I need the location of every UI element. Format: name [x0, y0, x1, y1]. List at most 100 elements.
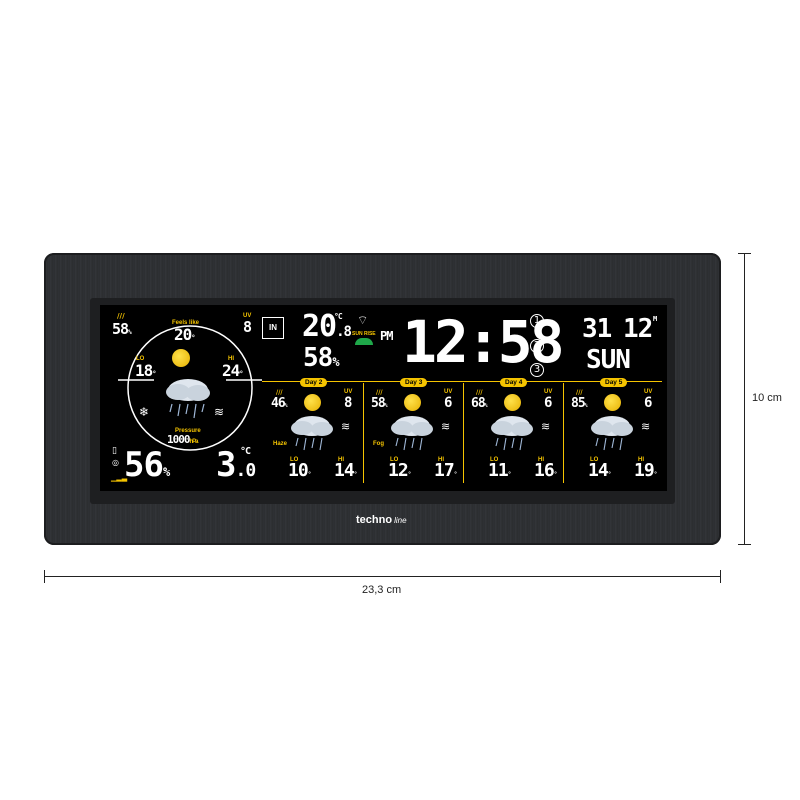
height-label: 10 cm — [752, 392, 782, 404]
forecast-wind-icon: ≋ — [641, 420, 651, 433]
height-dimension-line — [744, 253, 745, 545]
forecast-condition-label: Fog — [373, 441, 384, 447]
uv-label: UV — [243, 313, 252, 319]
forecast-lo: 11° — [488, 460, 511, 481]
feels-like-label: Feels like — [172, 320, 200, 326]
forecast-humidity: 85% — [571, 396, 588, 411]
big-humidity: 56% — [124, 445, 170, 485]
uv-value: 8 — [243, 318, 252, 336]
forecast-humidity: 46% — [271, 396, 288, 411]
alarm-2-icon: 2 — [530, 339, 544, 353]
forecast-hi-label: HI — [338, 457, 344, 463]
forecast-lo: 14° — [588, 460, 611, 481]
sun-icon — [172, 349, 190, 367]
snowflake-icon: ❄ — [139, 405, 150, 419]
forecast-hi: 19° — [634, 460, 657, 481]
forecast-sun-icon — [304, 394, 321, 411]
alarm-1-icon: 1 — [530, 314, 544, 328]
forecast-wind-icon: ≋ — [441, 420, 451, 433]
forecast-rain-cloud-icon — [391, 416, 433, 451]
forecast-sun-icon — [604, 394, 621, 411]
month-marker: M — [653, 315, 657, 323]
rain-cloud-icon — [166, 379, 210, 419]
indoor-temperature: 20.8 — [302, 309, 352, 344]
hi-label: HI — [228, 356, 234, 362]
forecast-uv-label: UV — [544, 389, 553, 395]
forecast-uv-label: UV — [444, 389, 453, 395]
width-tick-left — [44, 570, 45, 583]
forecast-uv: 6 — [444, 395, 453, 411]
forecast-hi-label: HI — [638, 457, 644, 463]
lo-label: LO — [136, 356, 145, 362]
forecast-divider — [463, 383, 464, 483]
sunrise-label: SUN RISE — [352, 331, 376, 337]
forecast-hi: 14° — [334, 460, 357, 481]
forecast-rain-cloud-icon — [491, 416, 533, 451]
alarm-3-icon: 3 — [530, 363, 544, 377]
forecast-humidity-icon: /// — [476, 389, 483, 396]
battery-icon: ▯ — [112, 446, 117, 456]
forecast-uv: 6 — [544, 395, 553, 411]
forecast-uv: 6 — [644, 395, 653, 411]
outdoor-humidity-icon: /// — [117, 312, 125, 320]
height-tick-bottom — [738, 544, 751, 545]
forecast-day-label: Day 5 — [600, 378, 628, 387]
forecast-lo-label: LO — [390, 457, 399, 463]
temp-unit: °C — [240, 446, 251, 457]
forecast-hi-label: HI — [538, 457, 544, 463]
forecast-lo-label: LO — [490, 457, 499, 463]
forecast-lo: 12° — [388, 460, 411, 481]
forecast-wind-icon: ≋ — [341, 420, 351, 433]
outdoor-humidity: 58% — [112, 320, 132, 338]
forecast-condition-label: Haze — [273, 441, 288, 447]
forecast-divider — [563, 383, 564, 483]
forecast-humidity: 68% — [471, 396, 488, 411]
forecast-uv-label: UV — [344, 389, 353, 395]
forecast-humidity-icon: /// — [576, 389, 583, 396]
forecast-humidity-icon: /// — [276, 389, 283, 396]
lo-value: 18° — [135, 361, 157, 380]
forecast-day-label: Day 3 — [400, 378, 428, 387]
forecast-sun-icon — [404, 394, 421, 411]
forecast-humidity-icon: /// — [376, 389, 383, 396]
pressure-label: Pressure — [175, 428, 201, 434]
forecast-rain-cloud-icon — [591, 416, 633, 451]
forecast-wind-icon: ≋ — [541, 420, 551, 433]
forecast-hi: 17° — [434, 460, 457, 481]
pressure-value: 1000hPa — [167, 433, 199, 446]
width-dimension-line — [44, 576, 721, 577]
forecast-hi: 16° — [534, 460, 557, 481]
forecast-day-label: Day 4 — [500, 378, 528, 387]
forecast-top-line — [262, 381, 662, 382]
height-tick-top — [738, 253, 751, 254]
signal-icon: ▁▂▃ — [111, 474, 128, 482]
width-label: 23,3 cm — [362, 584, 402, 596]
forecast-lo-label: LO — [590, 457, 599, 463]
sunrise-icon — [355, 338, 373, 345]
feels-like-value: 20° — [174, 325, 196, 344]
indoor-humidity: 58% — [303, 343, 340, 373]
date-month: 12 — [623, 314, 653, 344]
date-day: 31 — [582, 314, 612, 344]
sensor-icon: ◎ — [112, 458, 119, 467]
forecast-day-label: Day 2 — [300, 378, 328, 387]
forecast-uv-label: UV — [644, 389, 653, 395]
ampm-indicator: PM — [380, 329, 393, 343]
forecast-divider — [363, 383, 364, 483]
forecast-humidity: 58% — [371, 396, 388, 411]
forecast-sun-icon — [504, 394, 521, 411]
width-tick-right — [720, 570, 721, 583]
big-temperature: 3.0 — [216, 445, 256, 485]
feels-like-gauge — [118, 325, 262, 451]
hi-value: 24° — [222, 361, 244, 380]
weekday: SUN — [586, 345, 631, 375]
indoor-temp-unit: °C — [334, 312, 343, 321]
forecast-lo: 10° — [288, 460, 311, 481]
forecast-uv: 8 — [344, 395, 353, 411]
forecast-hi-label: HI — [438, 457, 444, 463]
wifi-icon: ⌔ — [357, 313, 369, 327]
indoor-home-icon: IN — [262, 317, 284, 339]
forecast-lo-label: LO — [290, 457, 299, 463]
forecast-rain-cloud-icon — [291, 416, 333, 451]
